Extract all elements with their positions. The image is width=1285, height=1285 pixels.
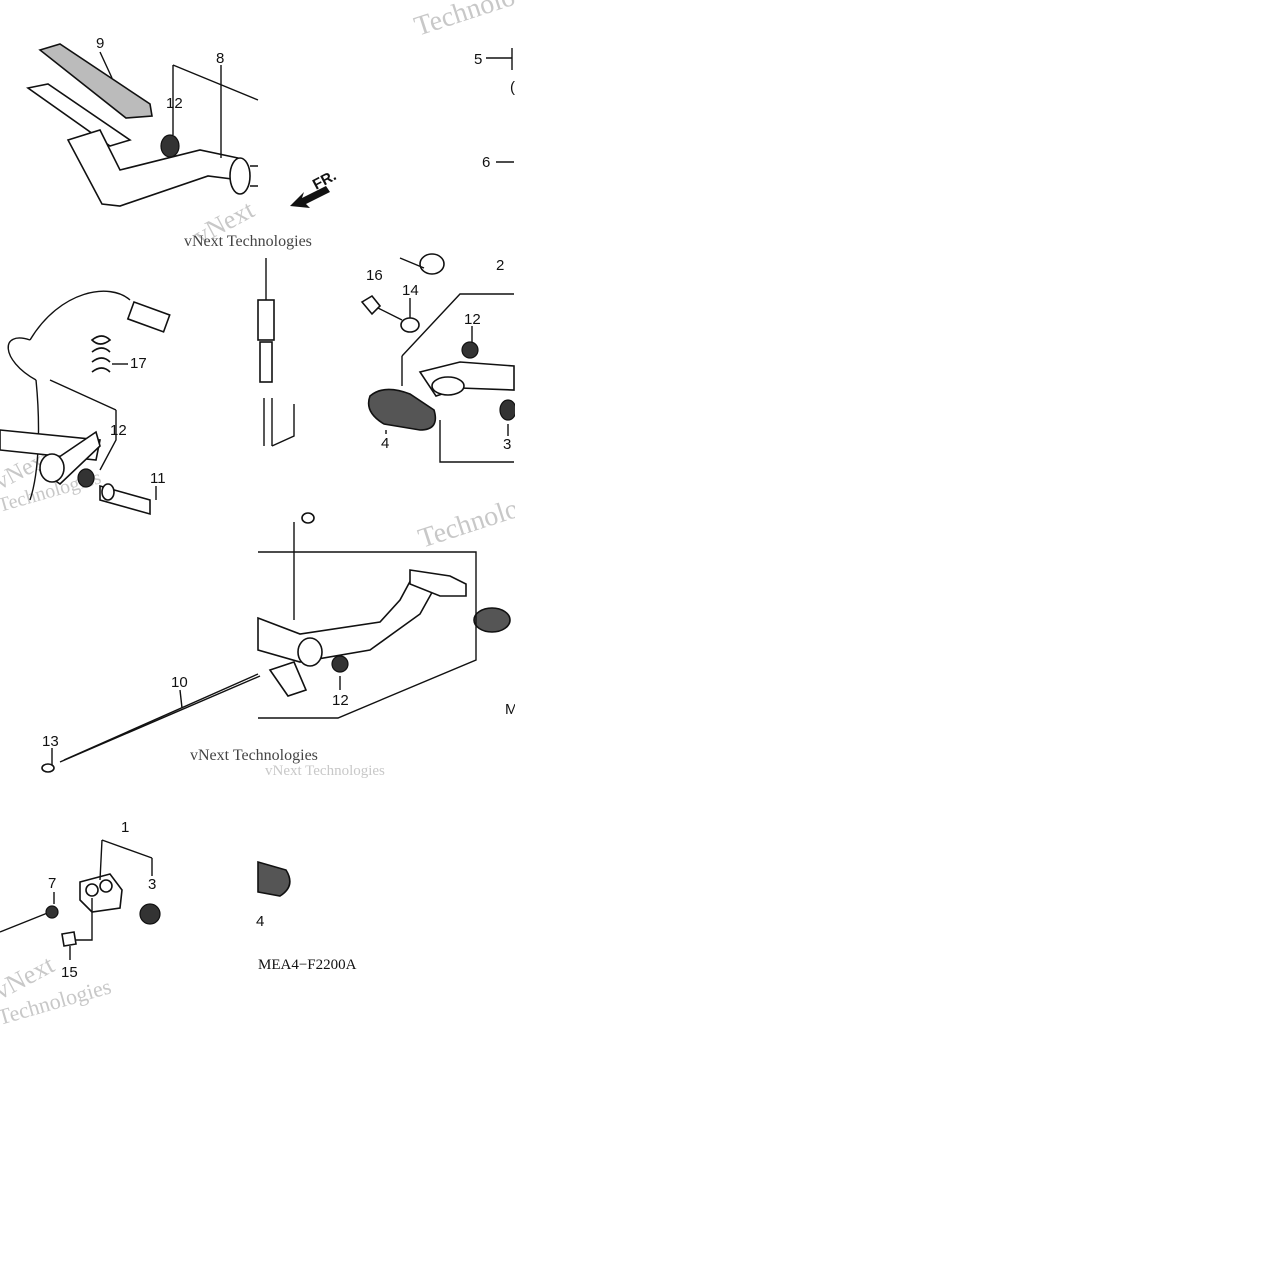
callout-1: 1 — [121, 819, 129, 836]
switch-cable-assembly — [0, 290, 171, 516]
callout-3: 3 — [148, 876, 156, 893]
direction-label: FR. — [310, 167, 339, 193]
callout-4: 4 — [256, 913, 264, 930]
callout-labels: 9 8 12 5 6 16 14 2 12 17 12 11 4 3 10 12… — [42, 35, 511, 981]
callout-10: 10 — [171, 674, 188, 691]
watermark: vNext Technologies — [190, 747, 318, 764]
pedal-assembly-top — [26, 43, 259, 207]
watermark: vNext Technologies — [184, 233, 312, 250]
callout-16: 16 — [366, 267, 383, 284]
callout-6: 6 — [482, 154, 490, 171]
brake-pedal-assembly: M — [41, 512, 518, 773]
callout-12: 12 — [332, 692, 349, 709]
callout-7: 7 — [48, 875, 56, 892]
watermark: vNext Technologies — [265, 763, 385, 779]
callout-5: 5 — [474, 51, 482, 68]
callout-15: 15 — [61, 964, 78, 981]
callout-2: 2 — [496, 257, 504, 274]
spring-rod — [257, 253, 445, 447]
stray-fragment: ( — [510, 79, 515, 96]
stray-fragment: M — [505, 701, 518, 718]
shift-pedal-assembly — [360, 293, 517, 463]
figure-code: MEA4−F2200A — [258, 957, 357, 973]
top-right-fragment: ( — [486, 48, 515, 163]
callout-12: 12 — [110, 422, 127, 439]
callout-12: 12 — [464, 311, 481, 328]
callout-12: 12 — [166, 95, 183, 112]
direction-arrow: FR. — [290, 167, 339, 208]
callout-9: 9 — [96, 35, 104, 52]
callout-17: 17 — [130, 355, 147, 372]
callout-14: 14 — [402, 282, 419, 299]
callout-8: 8 — [216, 50, 224, 67]
bracket-assembly — [0, 839, 291, 960]
callout-11: 11 — [150, 470, 166, 487]
callout-13: 13 — [42, 733, 59, 750]
callout-3: 3 — [503, 436, 511, 453]
callout-4: 4 — [381, 435, 389, 452]
